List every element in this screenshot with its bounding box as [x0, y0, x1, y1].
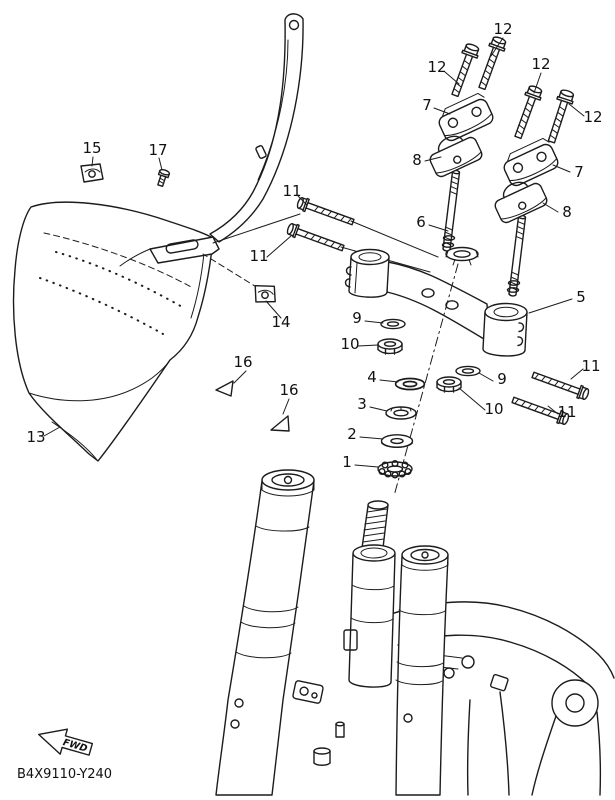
part-clip-nut-14 — [254, 284, 276, 303]
callout-8: 8 — [412, 151, 422, 169]
fwd-label: FWD — [62, 737, 89, 754]
part-washer-4 — [394, 377, 426, 391]
callout-13: 13 — [26, 428, 45, 446]
part-handlebar-upper-holder-7b — [503, 137, 559, 187]
part-steering-stem — [343, 500, 396, 688]
callout-5: 5 — [576, 288, 586, 306]
callout-11: 11 — [249, 247, 268, 265]
part-handlebar-upper-holder-7a — [438, 92, 494, 142]
part-studs-6 — [441, 169, 527, 298]
callout-1: 1 — [342, 453, 352, 471]
part-fork-left — [215, 469, 315, 796]
fwd-arrow: FWD — [38, 728, 94, 756]
part-nut-10-right — [436, 376, 462, 393]
bolt-12-d — [543, 87, 577, 146]
callout-12: 12 — [493, 20, 512, 38]
callout-2: 2 — [347, 425, 357, 443]
bolt-11-b — [285, 221, 346, 255]
part-code: B4X9110-Y240 — [17, 767, 112, 782]
callout-10: 10 — [484, 400, 503, 418]
part-front-number-plate — [12, 201, 214, 462]
stud-6-b — [508, 214, 527, 298]
callout-8: 8 — [562, 203, 572, 221]
callout-9: 9 — [497, 370, 507, 388]
callout-6: 6 — [416, 213, 426, 231]
part-washer-9-left — [380, 318, 406, 330]
callout-7: 7 — [422, 96, 432, 114]
bolt-12-a — [446, 41, 482, 99]
part-screw-17 — [157, 168, 171, 188]
part-plate-bracket — [119, 236, 259, 289]
callout-3: 3 — [357, 395, 367, 413]
callout-11: 11 — [557, 403, 576, 421]
part-bearing-1 — [377, 459, 413, 479]
part-misc-lower-fittings — [292, 680, 345, 766]
part-dust-washer-2 — [380, 434, 414, 448]
part-handlebar-lower-holder-8a — [429, 135, 483, 178]
callouts: 12 12 12 12 7 7 8 8 6 15 17 11 11 5 9 10… — [26, 20, 602, 471]
callout-12: 12 — [427, 58, 446, 76]
leader-lines — [43, 37, 585, 468]
part-nut-10-left — [377, 338, 403, 355]
part-upper-bracket-5 — [344, 246, 528, 357]
callout-14: 14 — [271, 313, 290, 331]
callout-17: 17 — [148, 141, 167, 159]
callout-10: 10 — [340, 335, 359, 353]
callout-12: 12 — [583, 108, 602, 126]
callout-11: 11 — [581, 357, 600, 375]
part-clip-nut-15 — [80, 163, 104, 183]
callout-9: 9 — [352, 309, 362, 327]
callout-12: 12 — [531, 55, 550, 73]
marker-16-arrows — [215, 380, 290, 432]
bolt-11-a — [295, 195, 356, 229]
callout-16: 16 — [279, 381, 298, 399]
callout-4: 4 — [367, 368, 377, 386]
callout-11: 11 — [282, 182, 301, 200]
bolt-12-b — [473, 34, 509, 92]
callout-16: 16 — [233, 353, 252, 371]
callout-7: 7 — [574, 163, 584, 181]
callout-15: 15 — [82, 139, 101, 157]
part-bolt-11-right — [510, 368, 591, 427]
part-ring-nut-3 — [385, 406, 417, 420]
part-plate-stay — [209, 13, 304, 243]
part-washer-9-right — [455, 365, 481, 377]
bolt-12-c — [509, 83, 545, 141]
center-axis-line — [393, 263, 459, 497]
part-fork-right — [395, 545, 449, 796]
part-handlebar-lower-holder-8b — [494, 181, 548, 224]
